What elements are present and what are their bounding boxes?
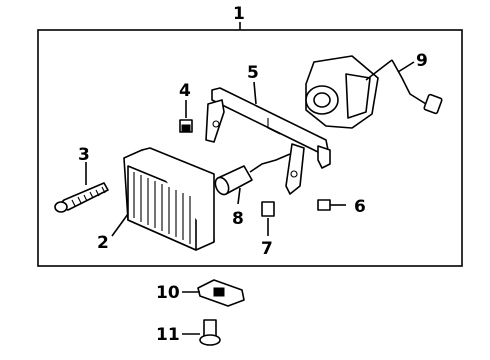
assembly-frame (37, 29, 463, 267)
callout-3: 3 (78, 145, 90, 165)
bulb (214, 153, 291, 196)
callout-2: 2 (97, 233, 109, 253)
callout-5: 5 (247, 63, 259, 83)
callout-7: 7 (261, 239, 273, 259)
callout-4: 4 (179, 81, 191, 101)
callout-9: 9 (416, 51, 428, 71)
callout-2-leader (111, 213, 129, 237)
bolt (199, 319, 221, 346)
socket-housing (305, 55, 443, 129)
callout-6: 6 (354, 197, 366, 217)
callout-8-leader (237, 187, 241, 205)
callout-1: 1 (233, 4, 245, 24)
callout-11: 11 (156, 325, 180, 345)
adjust-bolt (54, 182, 109, 213)
clip-nut (179, 119, 193, 133)
fog-lamp-housing (123, 147, 215, 251)
screw (317, 199, 346, 211)
callout-9-leader (397, 61, 415, 73)
nut (261, 201, 275, 217)
callout-8: 8 (232, 209, 244, 229)
callout-5-leader (253, 81, 257, 105)
callout-10: 10 (156, 283, 180, 303)
bracket-clip (197, 279, 245, 307)
mounting-bracket (205, 87, 331, 195)
